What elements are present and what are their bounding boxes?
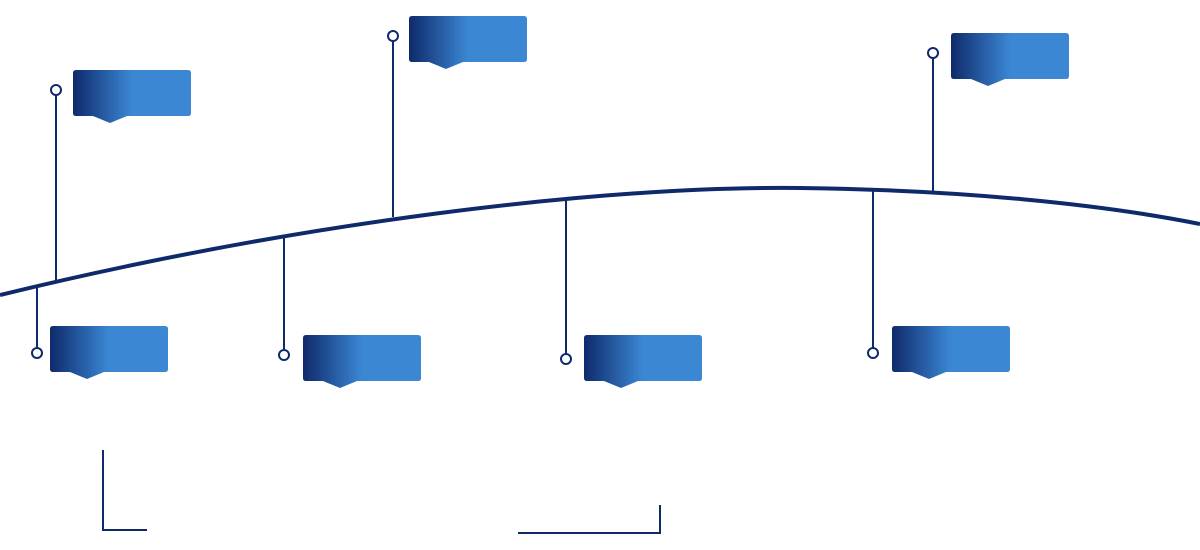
milestone-2 [387, 16, 527, 217]
milestone-label-box [303, 335, 421, 388]
milestone-4 [31, 287, 168, 379]
milestone-3 [927, 33, 1069, 191]
timeline-curve [0, 185, 1200, 297]
milestone-label-box [892, 326, 1010, 379]
milestone-label-box [50, 326, 168, 379]
milestone-label-box [73, 70, 191, 123]
milestone-label-box [951, 33, 1069, 86]
milestone-6 [560, 200, 702, 388]
milestone-label-box [584, 335, 702, 388]
milestone-label-box [409, 16, 527, 69]
milestone-1 [50, 70, 191, 280]
milestone-dot-icon [867, 347, 879, 359]
milestone-dot-icon [387, 30, 399, 42]
milestone-5 [278, 236, 421, 388]
milestone-dot-icon [560, 353, 572, 365]
corner-bracket-right [518, 505, 661, 534]
corner-bracket-left [102, 450, 147, 531]
milestone-dot-icon [927, 47, 939, 59]
milestone-7 [867, 190, 1010, 379]
milestone-dot-icon [50, 84, 62, 96]
milestone-dot-icon [278, 349, 290, 361]
milestone-dot-icon [31, 347, 43, 359]
